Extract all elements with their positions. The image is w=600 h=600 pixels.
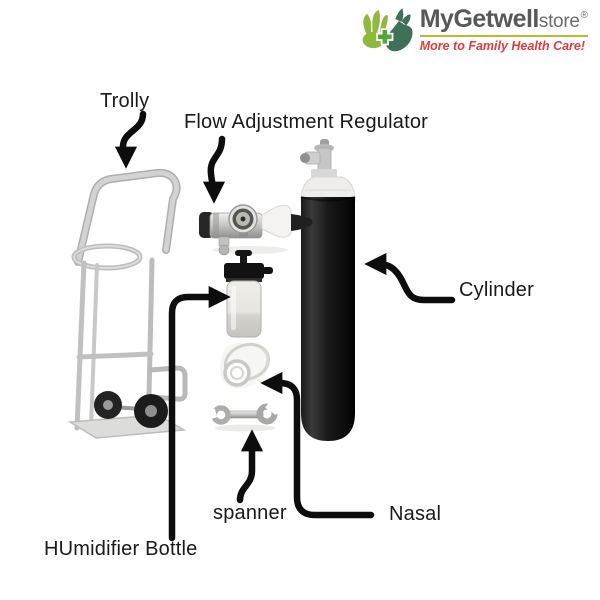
logo-suffix: store <box>538 11 580 32</box>
registered-mark: ® <box>580 10 588 21</box>
flow-regulator-image <box>199 204 313 256</box>
flow-regulator-arrow <box>202 135 226 204</box>
nasal-cannula-image <box>220 342 271 389</box>
label-flow-regulator: Flow Adjustment Regulator <box>184 111 429 133</box>
trolly-arrow <box>114 110 147 169</box>
store-logo: MyGetwell store ® More to Family Health … <box>359 6 588 54</box>
trolley-image <box>67 168 188 439</box>
spanner-arrow <box>236 429 264 504</box>
humidifier-bottle-image <box>224 250 273 338</box>
logo-brand-line: MyGetwell store ® <box>420 7 588 32</box>
spanner-image <box>204 400 282 432</box>
logo-tagline: More to Family Health Care! <box>419 39 586 53</box>
hands-with-cross-icon <box>362 8 413 52</box>
cylinder-arrow <box>364 252 456 304</box>
plus-cross-icon <box>375 28 394 46</box>
logo-tagline-wrap: More to Family Health Care! <box>419 35 588 53</box>
label-spanner: spanner <box>213 502 287 524</box>
label-cylinder: Cylinder <box>459 279 534 301</box>
logo-text: MyGetwell store ® More to Family Health … <box>419 7 588 53</box>
label-trolly: Trolly <box>100 90 150 112</box>
cylinder-image <box>300 139 356 441</box>
nasal-arrow <box>260 371 375 519</box>
label-humidifier-bottle: HUmidifier Bottle <box>44 538 198 560</box>
logo-brand: MyGetwell <box>419 5 540 33</box>
label-nasal: Nasal <box>389 503 442 525</box>
humidifier-arrow <box>168 285 231 542</box>
